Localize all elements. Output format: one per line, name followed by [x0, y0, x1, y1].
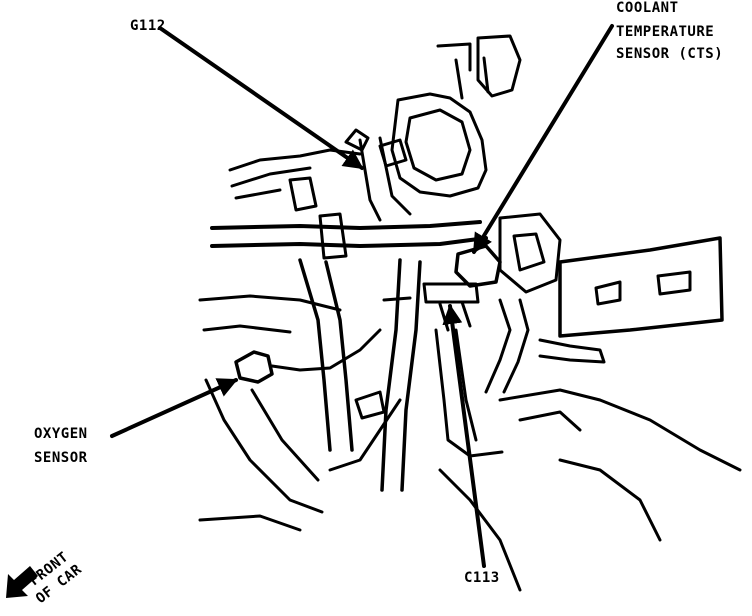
svg-text:SENSOR (CTS): SENSOR (CTS)	[616, 46, 723, 62]
coolant-temperature-sensor-label: COOLANT TEMPERATURE SENSOR (CTS)	[616, 0, 723, 62]
engine-illustration	[198, 34, 742, 592]
svg-text:TEMPERATURE: TEMPERATURE	[616, 24, 714, 40]
c113-leader	[442, 304, 486, 568]
svg-text:OXYGEN: OXYGEN	[34, 426, 88, 442]
oxygen-sensor-label: OXYGEN SENSOR	[34, 426, 88, 466]
leader-lines	[110, 24, 614, 568]
c113-label: C113	[464, 570, 500, 586]
front-arrow-icon	[6, 566, 38, 598]
oxygen-sensor-leader	[110, 378, 238, 438]
g112-label: G112	[130, 18, 166, 34]
front-of-car-indicator: FRONT OF CAR	[6, 549, 85, 607]
svg-text:SENSOR: SENSOR	[34, 450, 88, 466]
g112-leader	[158, 26, 364, 170]
cts-leader	[472, 24, 614, 254]
svg-text:COOLANT: COOLANT	[616, 0, 679, 16]
